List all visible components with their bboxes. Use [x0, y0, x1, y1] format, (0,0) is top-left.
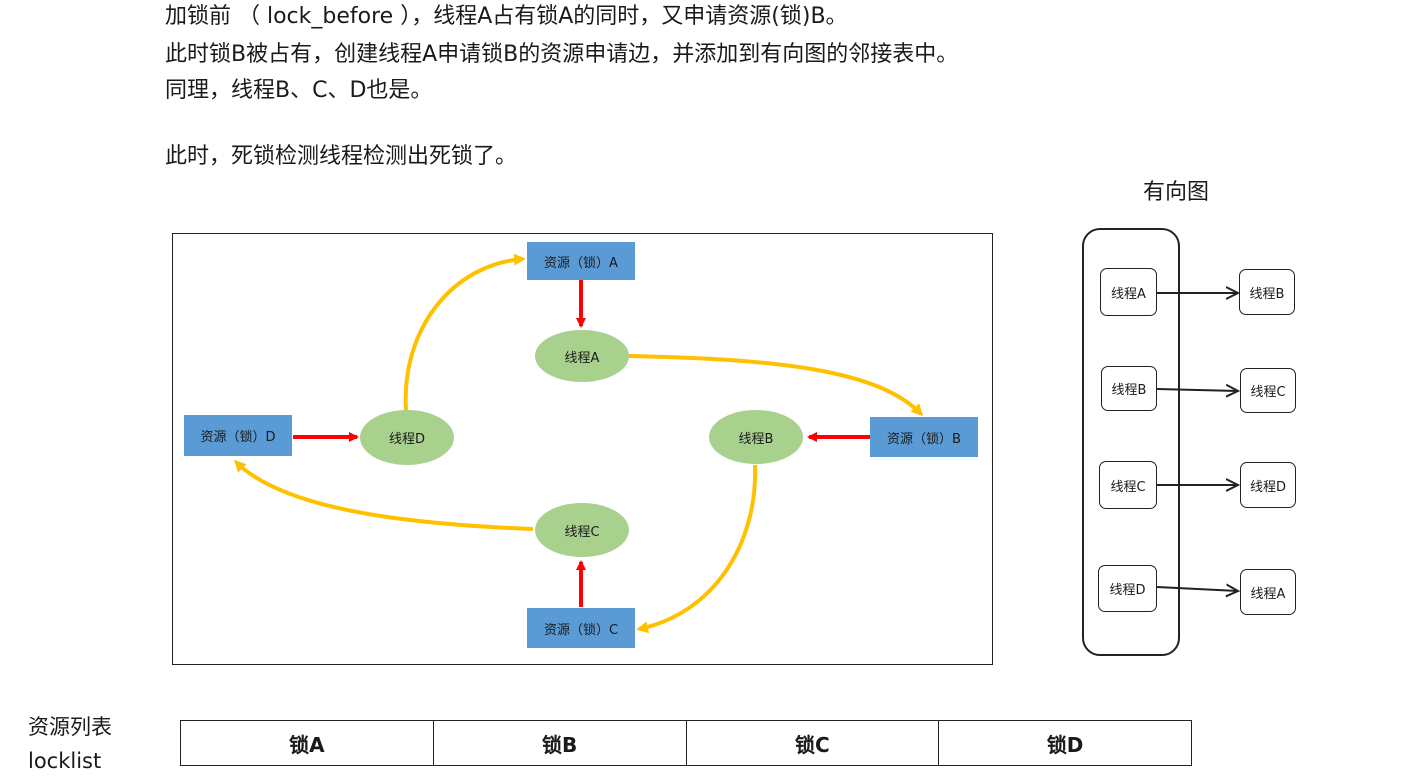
- intro-line-1: 加锁前 （ lock_before ），线程A占有锁A的同时，又申请资源(锁)B…: [165, 4, 848, 29]
- locklist-label-cn: 资源列表: [28, 715, 112, 739]
- lock-cell-c: 锁C: [685, 720, 940, 766]
- adj-head-thread-c: 线程C: [1099, 461, 1157, 509]
- locklist-row: 锁A 锁B 锁C 锁D: [180, 720, 1192, 766]
- resource-lock-b: 资源（锁）B: [870, 417, 978, 457]
- intro-line-4: 此时，死锁检测线程检测出死锁了。: [165, 144, 518, 169]
- directed-graph-title: 有向图: [1143, 180, 1210, 205]
- adj-head-thread-d: 线程D: [1098, 565, 1157, 612]
- adj-target-thread-b: 线程B: [1239, 269, 1295, 315]
- adj-edge-b-c: [1156, 389, 1238, 391]
- locklist-table: 锁A 锁B 锁C 锁D: [180, 720, 1192, 766]
- adj-head-thread-a: 线程A: [1100, 268, 1157, 316]
- adj-head-thread-b: 线程B: [1101, 366, 1157, 411]
- intro-line-2: 此时锁B被占有，创建线程A申请锁B的资源申请边，并添加到有向图的邻接表中。: [165, 42, 959, 67]
- resource-allocation-diagram: 资源（锁）A 资源（锁）B 资源（锁）C 资源（锁）D 线程A 线程B 线程C …: [172, 233, 993, 665]
- lock-cell-b: 锁B: [432, 720, 687, 766]
- adj-target-thread-a: 线程A: [1240, 569, 1296, 615]
- request-edge-b: [636, 464, 758, 634]
- request-edge-c: [233, 459, 534, 531]
- thread-a-node: 线程A: [535, 330, 629, 382]
- resource-lock-a: 资源（锁）A: [527, 242, 635, 280]
- thread-d-node: 线程D: [360, 410, 454, 465]
- locklist-label: 资源列表 locklist: [28, 710, 112, 778]
- adjacency-list-container: [1082, 228, 1180, 656]
- intro-line-3: 同理，线程B、C、D也是。: [165, 78, 433, 103]
- adj-target-thread-d: 线程D: [1240, 462, 1296, 508]
- thread-c-node: 线程C: [535, 503, 629, 557]
- resource-lock-c: 资源（锁）C: [527, 608, 635, 648]
- request-edge-d: [403, 253, 526, 411]
- locklist-label-en: locklist: [28, 749, 102, 773]
- diagram-edges: [233, 253, 924, 634]
- adj-edge-d-a: [1156, 587, 1238, 591]
- lock-cell-d: 锁D: [938, 720, 1192, 766]
- adj-target-thread-c: 线程C: [1240, 368, 1296, 413]
- resource-lock-d: 资源（锁）D: [184, 415, 292, 456]
- lock-cell-a: 锁A: [180, 720, 434, 766]
- request-edge-a: [628, 354, 924, 417]
- thread-b-node: 线程B: [709, 410, 803, 464]
